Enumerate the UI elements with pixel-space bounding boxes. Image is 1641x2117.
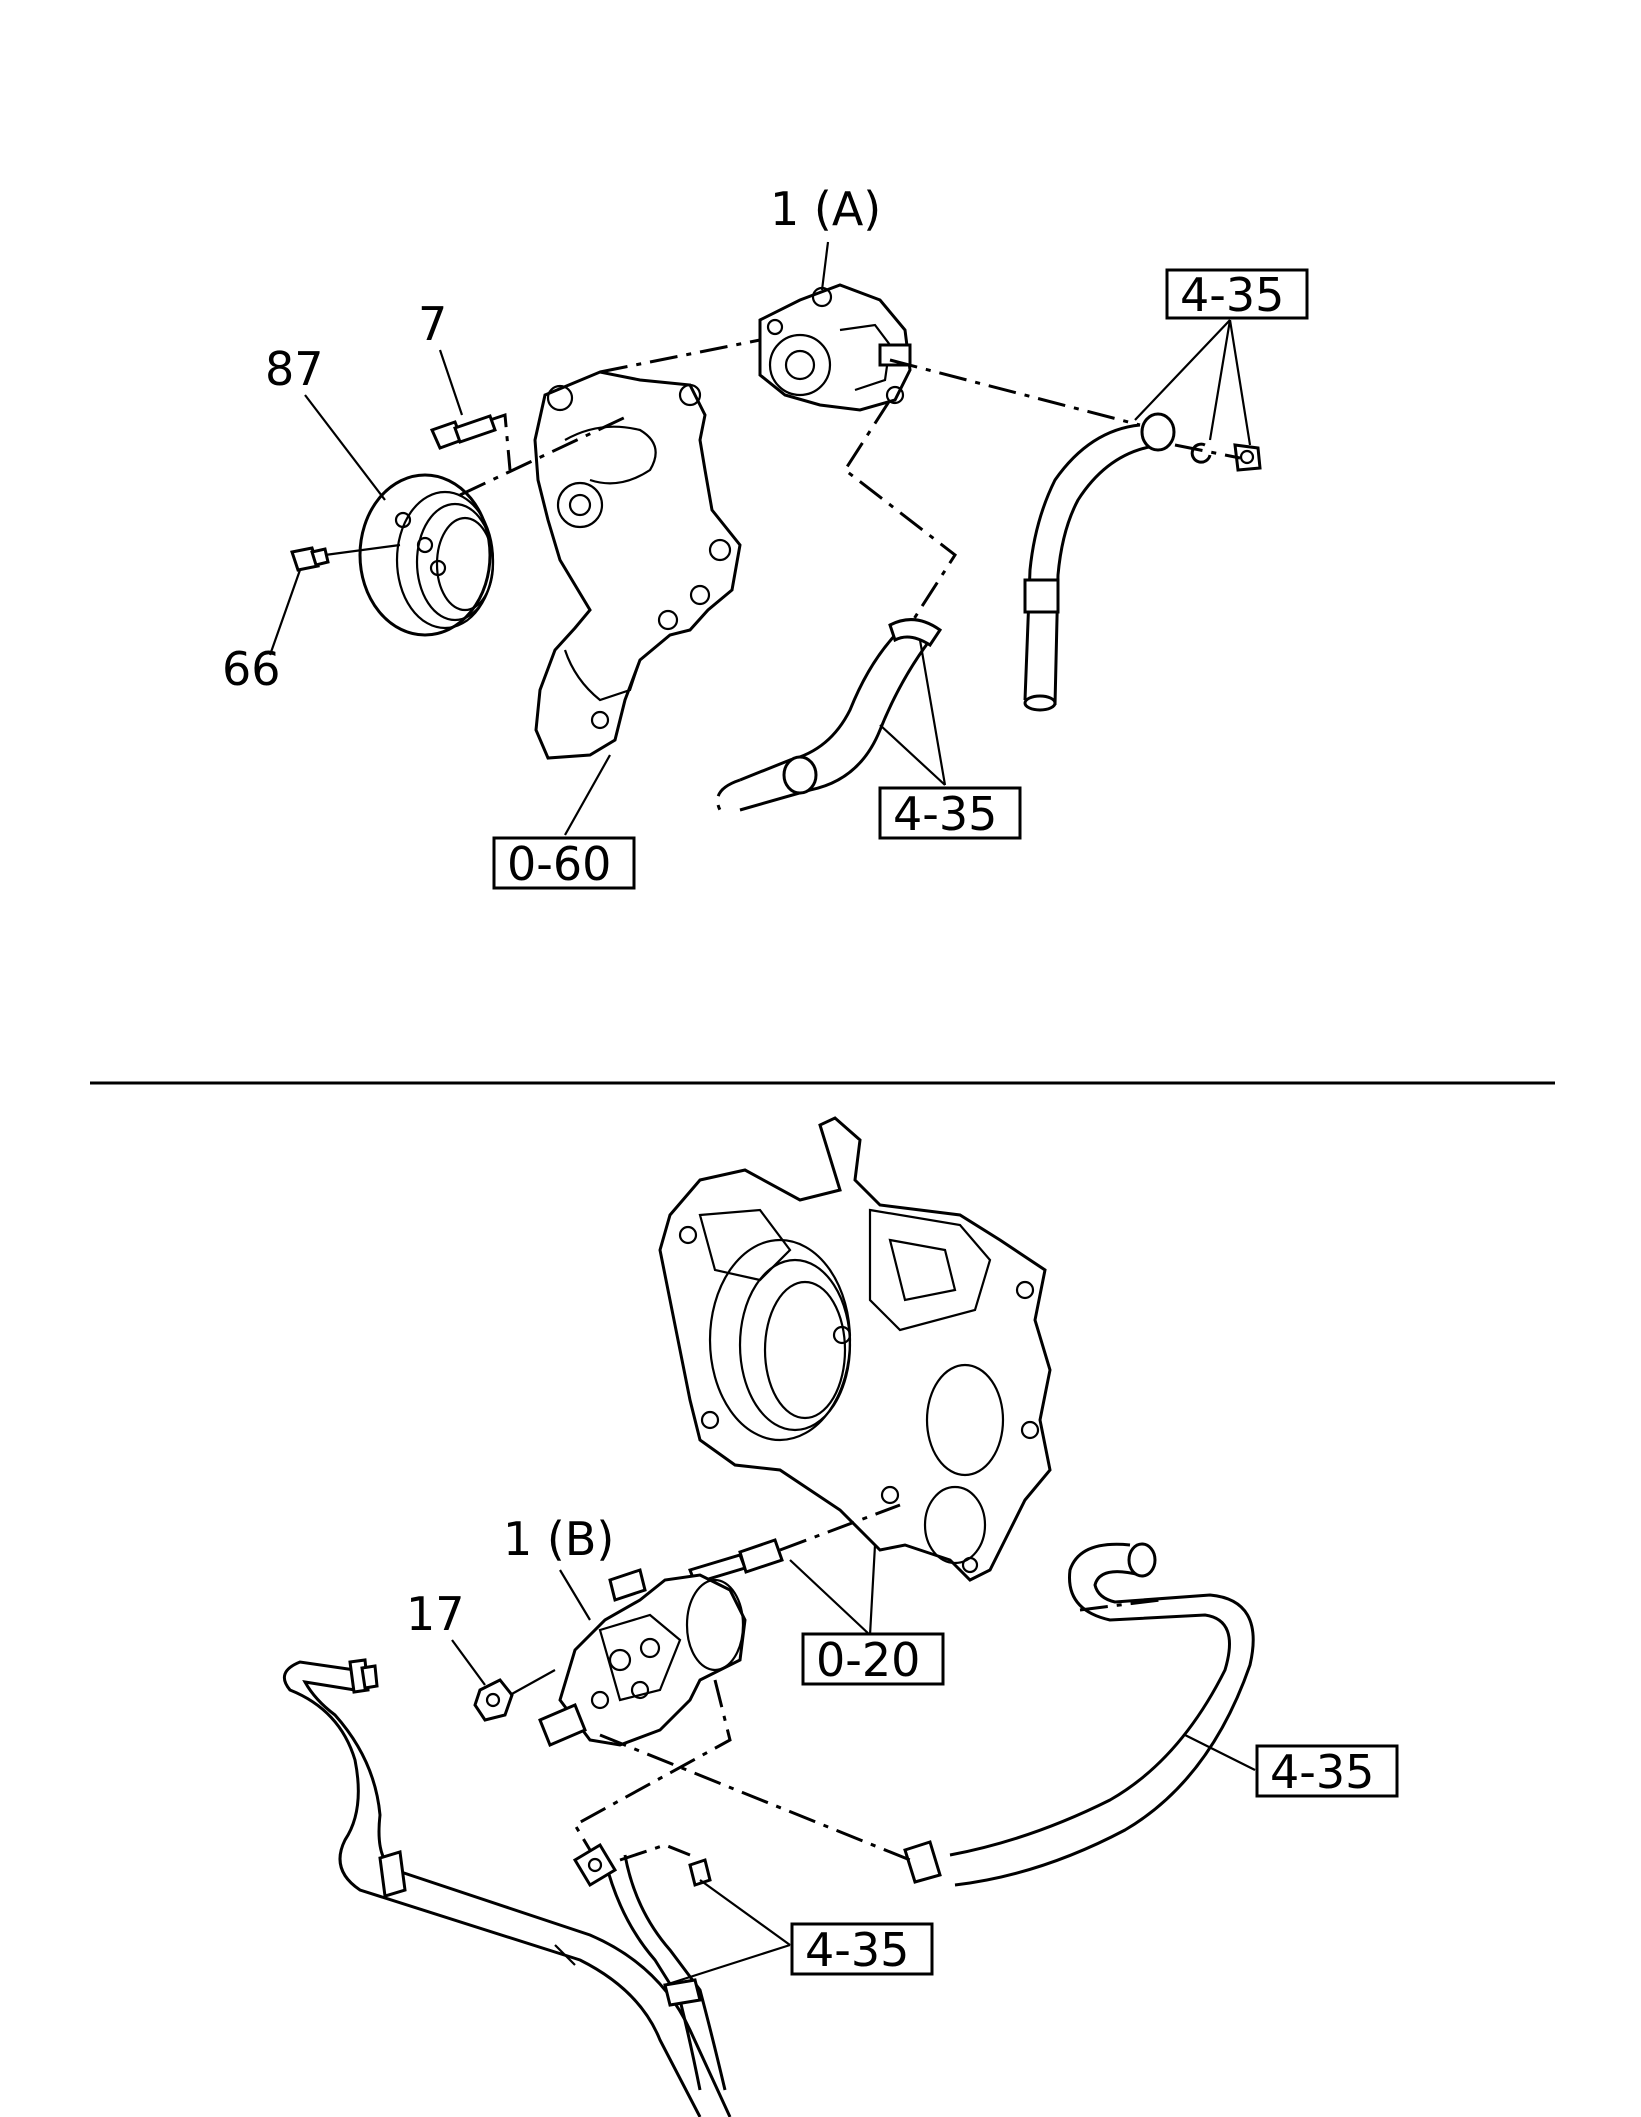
top-line-plug xyxy=(324,543,401,557)
pump-b xyxy=(538,1568,747,1747)
top-dash-pump-bracket xyxy=(599,338,761,374)
bolt xyxy=(429,414,497,450)
label-plug: 66 xyxy=(222,642,281,696)
pulley xyxy=(358,473,495,637)
bottom-panel: 1 (B) 17 0-20 4-35 4-35 xyxy=(282,1116,1399,2117)
top-dash-pulley xyxy=(459,413,631,497)
suction-hose xyxy=(716,618,943,812)
ref-top-hose-lower: 4-35 xyxy=(893,787,997,841)
pressure-pipe xyxy=(1023,412,1262,712)
bottom-dash-stud xyxy=(779,1503,901,1552)
top-dash-pump-pipe xyxy=(889,358,1141,427)
bottom-dash-fitting xyxy=(619,1843,691,1862)
leader-hose-lower xyxy=(879,639,947,786)
label-pulley: 87 xyxy=(265,342,324,396)
leader-pulley xyxy=(304,394,386,501)
pump-a xyxy=(758,283,912,412)
top-dash-bolt xyxy=(489,412,512,471)
front-cover xyxy=(658,1116,1052,1582)
top-dash-suction xyxy=(842,399,958,626)
bottom-line-nut xyxy=(509,1669,556,1696)
ref-bottom-pipe-lower: 4-35 xyxy=(805,1923,909,1977)
leader-stud xyxy=(789,1544,877,1636)
bottom-dash-hose-upper xyxy=(1079,1598,1161,1612)
ref-box-bottom-pipe-lower[interactable]: 4-35 xyxy=(790,1922,934,1977)
top-dash-nut xyxy=(1174,443,1241,460)
ref-bottom-stud: 0-20 xyxy=(816,1633,920,1687)
leader-plug xyxy=(268,569,302,656)
ref-top-hose-right: 4-35 xyxy=(1180,268,1284,322)
plug xyxy=(290,546,330,572)
leader-pump-a xyxy=(820,241,830,291)
label-pump-a: 1 (A) xyxy=(770,182,881,236)
ref-box-bottom-stud[interactable]: 0-20 xyxy=(801,1632,945,1687)
nut xyxy=(473,1678,514,1722)
pressure-pipe-b xyxy=(282,1658,732,2117)
leader-hose-right-b xyxy=(1184,1734,1256,1771)
leader-bolt xyxy=(438,349,464,416)
ref-box-bottom-hose-right[interactable]: 4-35 xyxy=(1255,1744,1399,1799)
label-bolt: 7 xyxy=(418,297,447,351)
ref-box-top-hose-lower[interactable]: 4-35 xyxy=(878,786,1022,841)
top-panel: 1 (A) 7 87 66 4-35 4-35 0-60 xyxy=(222,182,1309,891)
ref-box-top-bracket[interactable]: 0-60 xyxy=(492,836,636,891)
leader-nut xyxy=(451,1639,486,1686)
small-pipe xyxy=(572,1842,727,2091)
pump-bracket xyxy=(533,370,742,760)
leader-pump-b xyxy=(559,1569,591,1621)
return-hose xyxy=(903,1542,1255,1887)
ref-bottom-hose-right: 4-35 xyxy=(1270,1745,1374,1799)
leader-pipe-lower-b xyxy=(664,1879,791,1987)
label-pump-b: 1 (B) xyxy=(503,1512,614,1566)
ref-top-bracket: 0-60 xyxy=(507,837,611,891)
bottom-dash-pump-hose xyxy=(599,1733,911,1862)
ref-box-top-hose-right[interactable]: 4-35 xyxy=(1165,268,1309,322)
leader-hose-right xyxy=(1134,319,1252,446)
leader-bracket xyxy=(564,754,611,836)
label-nut: 17 xyxy=(406,1587,465,1641)
